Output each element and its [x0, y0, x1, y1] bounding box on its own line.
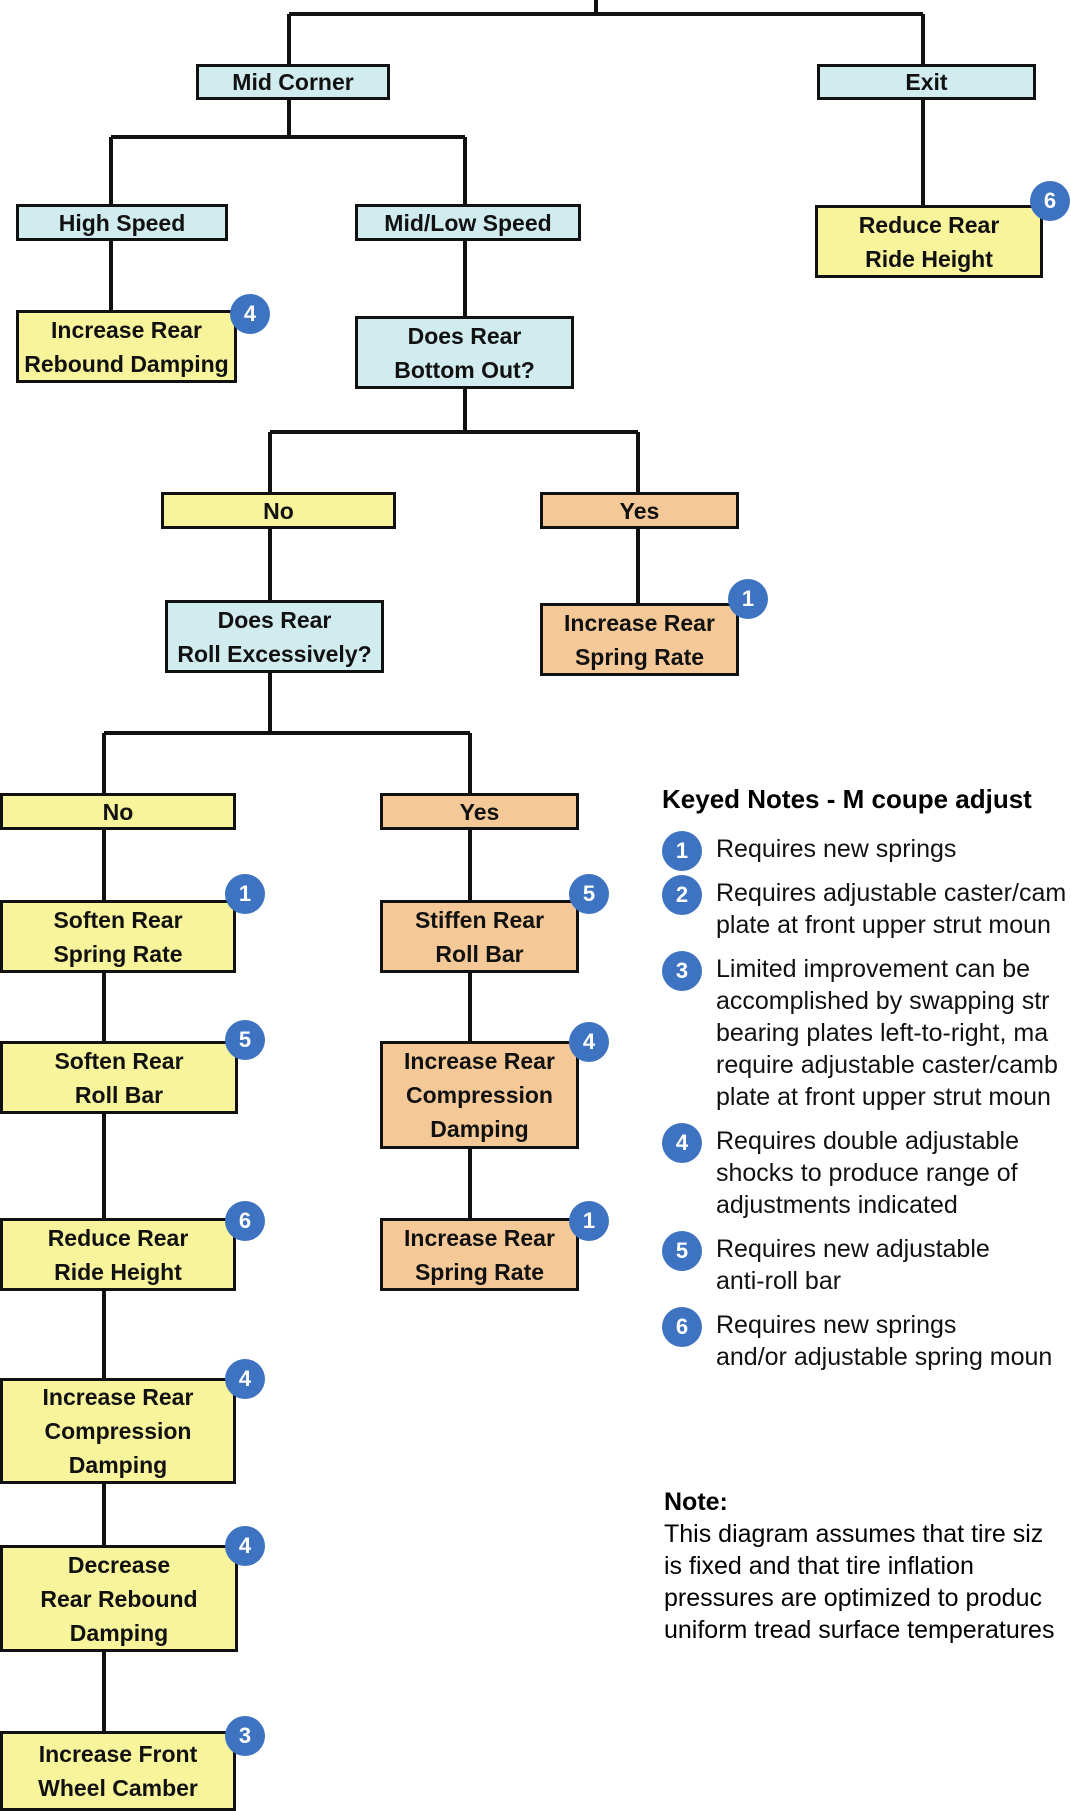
note-badge-icon: 6	[225, 1201, 265, 1241]
soften-rear-spring-rate-node: Soften Rear Spring Rate	[0, 900, 236, 973]
no-node-2: No	[0, 793, 236, 830]
reduce-rear-ride-height-exit-node: Reduce Rear Ride Height	[815, 205, 1043, 278]
mid-low-speed-node: Mid/Low Speed	[355, 204, 581, 241]
note-number-icon: 2	[662, 875, 702, 915]
increase-rear-spring-rate-node-2: Increase Rear Spring Rate	[380, 1218, 579, 1291]
keyed-note-text: Requires adjustable caster/cam plate at …	[716, 879, 1067, 939]
yes-node-2: Yes	[380, 793, 579, 830]
note-badge-icon: 1	[225, 874, 265, 914]
mid-corner-node: Mid Corner	[196, 64, 390, 100]
does-rear-bottom-out-node: Does Rear Bottom Out?	[355, 316, 574, 389]
note-number-icon: 6	[662, 1307, 702, 1347]
reduce-rear-ride-height-node: Reduce Rear Ride Height	[0, 1218, 236, 1291]
note-number-icon: 4	[662, 1123, 702, 1163]
connector-bottom-out	[268, 388, 640, 492]
connector-top	[287, 0, 925, 64]
keyed-note-item: 5 Requires new adjustable anti-roll bar	[662, 1231, 1071, 1297]
note-badge-icon: 4	[225, 1526, 265, 1566]
increase-rear-rebound-damping-node: Increase Rear Rebound Damping	[16, 310, 237, 383]
decrease-rear-rebound-damping-node: Decrease Rear Rebound Damping	[0, 1545, 238, 1652]
increase-rear-compression-damping-right-node: Increase Rear Compression Damping	[380, 1041, 579, 1149]
high-speed-node: High Speed	[16, 204, 228, 241]
connector-mid-corner	[109, 98, 467, 204]
keyed-note-text: Requires new adjustable anti-roll bar	[716, 1235, 990, 1295]
keyed-note-item: 2 Requires adjustable caster/cam plate a…	[662, 875, 1071, 941]
no-node-1: No	[161, 492, 396, 529]
yes-node-1: Yes	[540, 492, 739, 529]
keyed-note-item: 3 Limited improvement can be accomplishe…	[662, 951, 1071, 1113]
note-badge-icon: 4	[225, 1359, 265, 1399]
note-body: This diagram assumes that tire siz is fi…	[664, 1520, 1055, 1644]
keyed-notes-title: Keyed Notes - M coupe adjust	[662, 784, 1032, 814]
keyed-note-text: Limited improvement can be accomplished …	[716, 955, 1058, 1111]
keyed-note-item: 4 Requires double adjustable shocks to p…	[662, 1123, 1071, 1221]
increase-rear-spring-rate-node-1: Increase Rear Spring Rate	[540, 603, 739, 676]
does-rear-roll-excessively-node: Does Rear Roll Excessively?	[165, 600, 384, 673]
note-badge-icon: 5	[225, 1020, 265, 1060]
note-heading: Note:	[664, 1488, 728, 1516]
keyed-note-text: Requires new springs and/or adjustable s…	[716, 1311, 1053, 1371]
note-number-icon: 3	[662, 951, 702, 991]
connector-roll	[102, 672, 472, 793]
note-badge-icon: 3	[225, 1716, 265, 1756]
note-badge-icon: 4	[230, 294, 270, 334]
keyed-note-text: Requires double adjustable shocks to pro…	[716, 1127, 1019, 1219]
keyed-note-item: 6 Requires new springs and/or adjustable…	[662, 1307, 1071, 1373]
keyed-note-text: Requires new springs	[716, 835, 957, 863]
note-badge-icon: 1	[569, 1201, 609, 1241]
stiffen-rear-roll-bar-node: Stiffen Rear Roll Bar	[380, 900, 579, 973]
exit-node: Exit	[817, 64, 1036, 100]
assumption-note: Note: This diagram assumes that tire siz…	[664, 1486, 1071, 1646]
note-badge-icon: 1	[728, 579, 768, 619]
note-number-icon: 5	[662, 1231, 702, 1271]
note-number-icon: 1	[662, 831, 702, 871]
increase-rear-compression-damping-left-node: Increase Rear Compression Damping	[0, 1378, 236, 1484]
increase-front-wheel-camber-node: Increase Front Wheel Camber	[0, 1731, 236, 1811]
keyed-notes: Keyed Notes - M coupe adjust 1 Requires …	[662, 784, 1071, 1383]
soften-rear-roll-bar-node: Soften Rear Roll Bar	[0, 1041, 238, 1114]
note-badge-icon: 4	[569, 1022, 609, 1062]
note-badge-icon: 6	[1030, 181, 1070, 221]
keyed-note-item: 1 Requires new springs	[662, 831, 1071, 871]
note-badge-icon: 5	[569, 874, 609, 914]
